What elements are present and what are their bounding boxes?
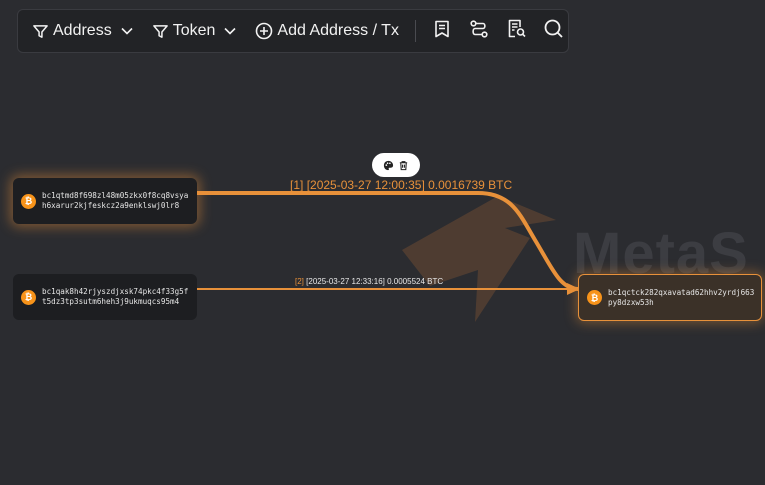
token-filter-button[interactable]: Token (152, 22, 238, 40)
address-filter-button[interactable]: Address (32, 22, 134, 40)
token-filter-label: Token (172, 22, 216, 39)
edge-toolbar (372, 153, 420, 177)
edge-1-label[interactable]: [1] [2025-03-27 12:00:35] 0.0016739 BTC (290, 178, 512, 192)
edge-1-detail: [2025-03-27 12:00:35] 0.0016739 BTC (306, 178, 513, 192)
add-address-tx-label: Add Address / Tx (277, 22, 399, 39)
search-icon (543, 18, 564, 44)
add-address-tx-button[interactable]: Add Address / Tx (255, 22, 399, 40)
chevron-down-icon (120, 24, 134, 38)
edge-2-index: [2] (295, 277, 304, 286)
edge-2-detail: [2025-03-27 12:33:16] 0.0005524 BTC (306, 277, 444, 286)
filter-icon (152, 23, 169, 40)
plus-circle-icon (255, 22, 273, 40)
edge-1-path[interactable] (195, 191, 580, 291)
route-icon (469, 19, 489, 44)
address-node-2[interactable]: ₿ bc1qak8h42rjyszdjxsk74pkc4f33g5ft5dz3t… (13, 274, 197, 320)
report-button[interactable] (506, 18, 527, 44)
address-node-2-label: bc1qak8h42rjyszdjxsk74pkc4f33g5ft5dz3tp3… (42, 287, 189, 306)
document-search-icon (506, 18, 527, 44)
trace-path-button[interactable] (469, 19, 489, 44)
palette-icon[interactable] (383, 160, 394, 171)
address-node-3-label: bc1qctck282qxavatad62hhv2yrdj663py8dzxw5… (608, 287, 755, 307)
trash-icon[interactable] (398, 160, 409, 171)
address-filter-label: Address (53, 22, 112, 39)
chevron-down-icon (223, 24, 237, 38)
bitcoin-icon: ₿ (587, 290, 602, 305)
address-node-3[interactable]: ₿ bc1qctck282qxavatad62hhv2yrdj663py8dzx… (578, 274, 762, 321)
notes-button[interactable] (432, 19, 452, 44)
address-node-1-label: bc1qtmd8f698zl48m05zkx0f8cq8vsyah6xarur2… (42, 191, 189, 210)
address-node-1[interactable]: ₿ bc1qtmd8f698zl48m05zkx0f8cq8vsyah6xaru… (13, 178, 197, 224)
toolbar-divider (414, 20, 416, 42)
bitcoin-icon: ₿ (21, 289, 36, 305)
edge-arrowhead (567, 283, 580, 295)
edge-2-label[interactable]: [2] [2025-03-27 12:33:16] 0.0005524 BTC (295, 277, 443, 286)
bitcoin-icon: ₿ (21, 193, 36, 209)
notes-icon (432, 19, 452, 44)
graph-toolbar: Address Token (17, 9, 569, 53)
filter-icon (32, 23, 49, 40)
edge-1-index: [1] (290, 178, 304, 192)
search-button[interactable] (543, 18, 564, 44)
